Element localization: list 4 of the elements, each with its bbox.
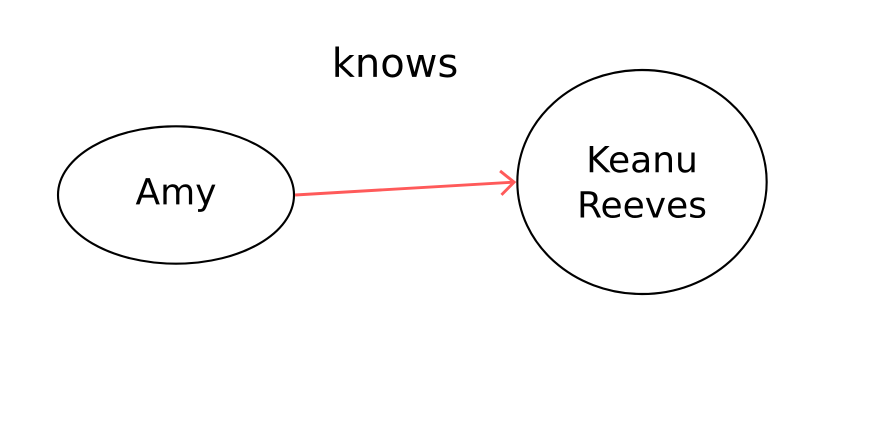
- ellipse-node: Keanu Reeves: [516, 68, 768, 296]
- ellipse-node: Amy: [56, 125, 296, 265]
- arrow: [294, 170, 516, 196]
- edge-label: knows: [335, 46, 456, 78]
